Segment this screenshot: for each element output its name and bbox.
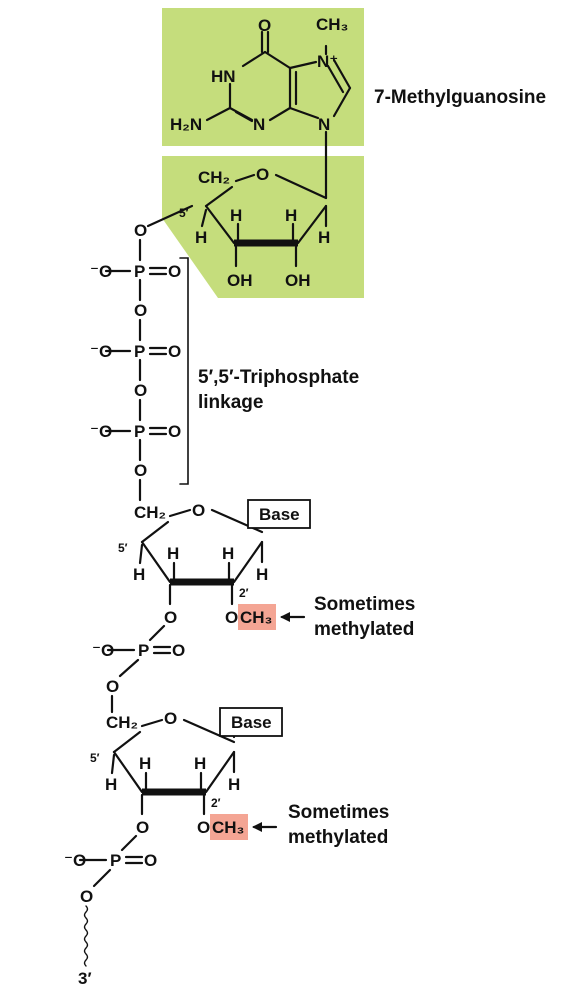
atom-h-c2-n2: H [194,754,206,773]
base-box-2 [219,707,283,737]
atom-ominus-p2: ⁻O [90,342,112,361]
atom-och3-ch3-n1: CH₃ [240,608,272,627]
atom-ominus-p1: ⁻O [90,262,112,281]
base-label-1: Base [259,505,300,524]
atom-och3-o-n1: O [225,608,238,627]
atom-ch2-n2: CH₂ [106,713,138,732]
atom-n7-plus: N⁺ [317,52,338,71]
methylguanine-base: O HN H₂N N N N⁺ CH₃ [170,15,352,200]
atom-o-terminal: O [80,887,93,906]
atom-h-c4-n1: H [133,565,145,584]
atom-o5-n2: O [106,677,119,696]
terminal-phosphate: ⁻O P O O 3′ [64,851,157,988]
atom-o-p5: O [144,851,157,870]
atom-p3: P [134,422,145,441]
atom-h-c3-cap: H [230,206,242,225]
atom-ch2-n1: CH₂ [134,503,166,522]
base-label-2: Base [231,713,272,732]
label-methylated-2: methylated [288,827,388,848]
cap-ribose: CH₂ O 5′ H H H H OH OH [146,165,330,290]
atom-h-c2-n1: H [222,544,234,563]
atom-p4: P [138,641,149,660]
atom-h-c3-n2: H [139,754,151,773]
label-sometimes-2: Sometimes [288,802,389,823]
atom-ch2-cap: CH₂ [198,168,230,187]
arrow-head-2 [252,822,262,832]
arrow-head-1 [280,612,290,622]
atom-h-c1-n1: H [256,565,268,584]
nucleotide-2: CH₂ O Base 5′ H H H H 2′ O O CH₃ [90,707,283,852]
label-3-prime: 3′ [78,969,92,988]
atom-o-p3: O [168,422,181,441]
atom-ominus-p3: ⁻O [90,422,112,441]
prime-5-n2: 5′ [90,751,100,765]
atom-o-bridge-3: O [134,381,147,400]
methyl-highlight-1 [238,604,276,630]
atom-oh-3-cap: OH [227,271,253,290]
atom-o-p2: O [168,342,181,361]
atom-h2n: H₂N [170,115,202,134]
atom-h-c1-cap: H [318,228,330,247]
prime-2-n1: 2′ [239,586,249,600]
label-methylated-1: methylated [314,619,414,640]
atom-h-c4-n2: H [105,775,117,794]
atom-o-bridge-4: O [134,461,147,480]
atom-h-c1-n2: H [228,775,240,794]
atom-p5: P [110,851,121,870]
atom-p2: P [134,342,145,361]
atom-ch3-methyl: CH₃ [316,15,348,34]
atom-h-c3-n1: H [167,544,179,563]
atom-h-c2-cap: H [285,206,297,225]
triphosphate-chain: O ⁻O P O O ⁻O P O O ⁻O P O O [90,221,181,502]
atom-och3-ch3-n2: CH₃ [212,818,244,837]
atom-n9: N [318,115,330,134]
atom-o-p1: O [168,262,181,281]
atom-oh-2-cap: OH [285,271,311,290]
atom-n3: N [253,115,265,134]
label-linkage-line1: 5′,5′-Triphosphate [198,367,359,388]
base-box-1 [247,499,311,529]
atom-ominus-p4: ⁻O [92,641,114,660]
atom-och3-o-n2: O [197,818,210,837]
guanine-highlight-panel [162,8,364,146]
label-7-methylguanosine: 7-Methylguanosine [374,87,546,108]
nucleotide-1: CH₂ O Base 5′ H H H H 2′ O O CH₃ [118,499,311,642]
methyl-highlight-2 [210,814,248,840]
atom-o-bridge-1: O [134,221,147,240]
prime-5-n1: 5′ [118,541,128,555]
prime-5-cap: 5′ [179,206,189,220]
atom-o3-n2: O [136,818,149,837]
atom-carbonyl-o: O [258,16,271,35]
atom-h-c4-cap: H [195,228,207,247]
linkage-bracket [179,257,189,485]
atom-ominus-p5: ⁻O [64,851,86,870]
atom-o-p4: O [172,641,185,660]
atom-ring-o-cap: O [256,165,269,184]
atom-o-bridge-2: O [134,301,147,320]
atom-hn: HN [211,67,236,86]
label-sometimes-1: Sometimes [314,594,415,615]
atom-o3-n1: O [164,608,177,627]
label-linkage-line2: linkage [198,392,263,413]
chain-continuation-wavy [83,905,89,967]
prime-2-n2: 2′ [211,796,221,810]
atom-ring-o-n2: O [164,709,177,728]
atom-ring-o-n1: O [192,501,205,520]
phosphodiester-1: ⁻O P O O [92,641,185,714]
atom-p1: P [134,262,145,281]
